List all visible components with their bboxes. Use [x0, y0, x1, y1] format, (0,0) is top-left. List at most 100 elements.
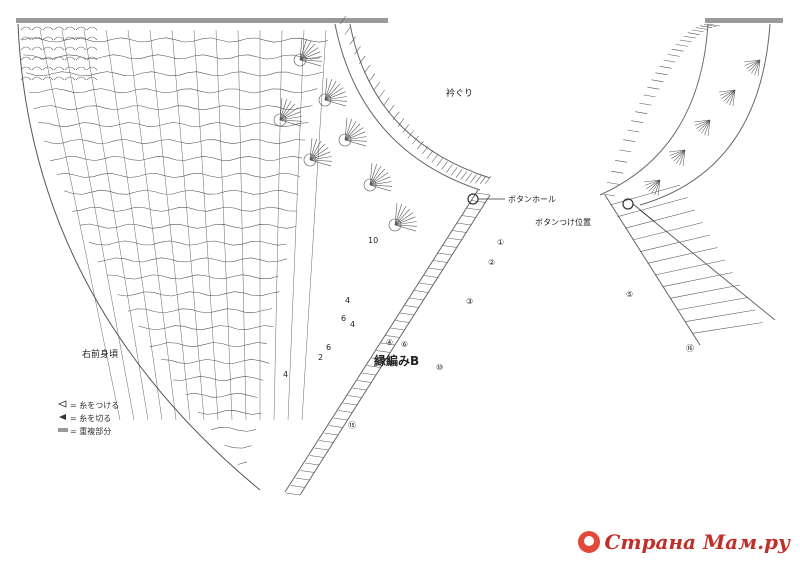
- band-stitch: [390, 327, 405, 331]
- fan-stitch: [344, 131, 366, 141]
- collar-stitch: [647, 86, 660, 90]
- collar-stitch: [602, 193, 616, 197]
- band-stitch: [323, 432, 339, 436]
- band-stitch: [376, 350, 391, 353]
- scallop-stitch: [31, 76, 43, 81]
- row-number-4c: 4: [283, 370, 289, 379]
- scallop-stitch: [64, 56, 76, 61]
- left-front-body-edge: [639, 209, 776, 321]
- scallop-stitch: [86, 26, 98, 31]
- fan-stitch: [299, 38, 303, 61]
- neckline-stitch: [354, 46, 361, 55]
- right-mesh-row: [662, 272, 733, 287]
- mesh-row: [88, 240, 287, 246]
- neckline-stitch: [417, 141, 424, 150]
- mesh-row: [43, 139, 306, 144]
- collar-arc-outer: [639, 23, 771, 206]
- mesh-row: [117, 291, 280, 297]
- band-stitch: [452, 230, 467, 233]
- mesh-row: [198, 410, 262, 415]
- band-stitch: [342, 402, 358, 406]
- right-fan-stitch: [744, 59, 761, 63]
- site-watermark: Страна Мам.ру: [578, 530, 790, 554]
- band-stitch: [437, 252, 453, 256]
- right-fan-stitch: [719, 89, 736, 93]
- fan-stitch: [344, 139, 368, 142]
- band-stitch: [442, 245, 457, 248]
- band-stitch: [399, 312, 415, 316]
- fan-stitch: [344, 119, 352, 141]
- collar-stitch: [615, 160, 628, 163]
- button-position-label: ボタンつけ位置: [535, 218, 591, 227]
- fan-stitch: [369, 184, 392, 192]
- mesh-diagonal: [273, 29, 283, 421]
- legend-attach-yarn: = 糸をつける: [70, 400, 119, 411]
- band-stitch: [295, 477, 310, 481]
- mesh-row: [224, 444, 252, 449]
- right-fan-stitch: [644, 179, 661, 186]
- band-stitch: [409, 297, 424, 301]
- right-fan-stitch: [757, 59, 761, 76]
- right-fan-stitch: [694, 119, 711, 126]
- legend-cut-yarn-text: = 糸を切る: [70, 414, 112, 423]
- band-stitch: [371, 357, 386, 361]
- legend-gray-bar-icon: [58, 428, 68, 432]
- band-stitch: [366, 365, 381, 368]
- scallop-stitch: [20, 46, 32, 51]
- row-marker-1: ①: [497, 238, 505, 247]
- body-mesh-pattern: [20, 26, 329, 465]
- neckline-stitch: [378, 89, 385, 99]
- row-marker-16: ⑯: [686, 344, 694, 353]
- scallop-stitch: [42, 36, 54, 41]
- mesh-diagonal: [61, 29, 135, 421]
- band-stitch: [471, 200, 486, 203]
- scallop-stitch: [42, 56, 54, 61]
- band-stitch: [428, 267, 443, 271]
- fan-stitch: [344, 118, 348, 141]
- scallop-stitch: [20, 76, 32, 81]
- mesh-diagonal: [83, 29, 149, 421]
- neckline-stitch: [484, 175, 492, 185]
- mesh-diagonal: [215, 29, 233, 421]
- scallop-stitch: [42, 26, 54, 31]
- right-front-body-label: 右前身頃: [82, 350, 119, 360]
- fan-stitch: [324, 83, 341, 101]
- collar-stitch: [707, 23, 721, 27]
- fan-stitch: [309, 147, 329, 161]
- fan-stitch: [369, 176, 391, 186]
- right-fan-stitch: [751, 59, 761, 74]
- collar-stitch: [631, 120, 644, 123]
- right-fan-stitch: [682, 149, 686, 166]
- right-mesh-row: [632, 222, 703, 241]
- neckline-stitch: [475, 175, 482, 184]
- row-number-6a: 6: [341, 314, 347, 323]
- scallop-stitch: [86, 46, 98, 51]
- front-edge-band-outer: [284, 189, 479, 493]
- neckline-stitch: [441, 161, 448, 170]
- mesh-row: [173, 376, 264, 381]
- mesh-row: [97, 257, 287, 263]
- right-mesh-row: [684, 309, 756, 322]
- band-stitch: [433, 260, 448, 263]
- fan-stitch: [309, 159, 333, 162]
- row-marker-10: ⑩: [436, 363, 444, 372]
- scallop-stitch: [53, 66, 65, 71]
- right-mesh-row: [624, 209, 696, 229]
- scallop-stitch: [42, 76, 54, 81]
- scallop-stitch: [86, 56, 98, 61]
- collar-stitch: [635, 111, 648, 114]
- scallop-stitch: [75, 36, 87, 41]
- row-number-4a: 4: [345, 296, 351, 305]
- fan-stitch: [309, 143, 326, 161]
- fan-stitch: [369, 172, 389, 186]
- band-stitch: [414, 290, 429, 293]
- fan-stitch: [279, 107, 299, 121]
- right-fan-stitch: [676, 149, 686, 164]
- scallop-stitch: [42, 46, 54, 51]
- fan-stitch: [369, 168, 386, 186]
- mesh-diagonal: [127, 29, 177, 421]
- fan-center: [363, 178, 377, 192]
- right-fan-stitch: [726, 89, 736, 104]
- mesh-row: [64, 189, 299, 195]
- fan-stitch: [394, 212, 414, 226]
